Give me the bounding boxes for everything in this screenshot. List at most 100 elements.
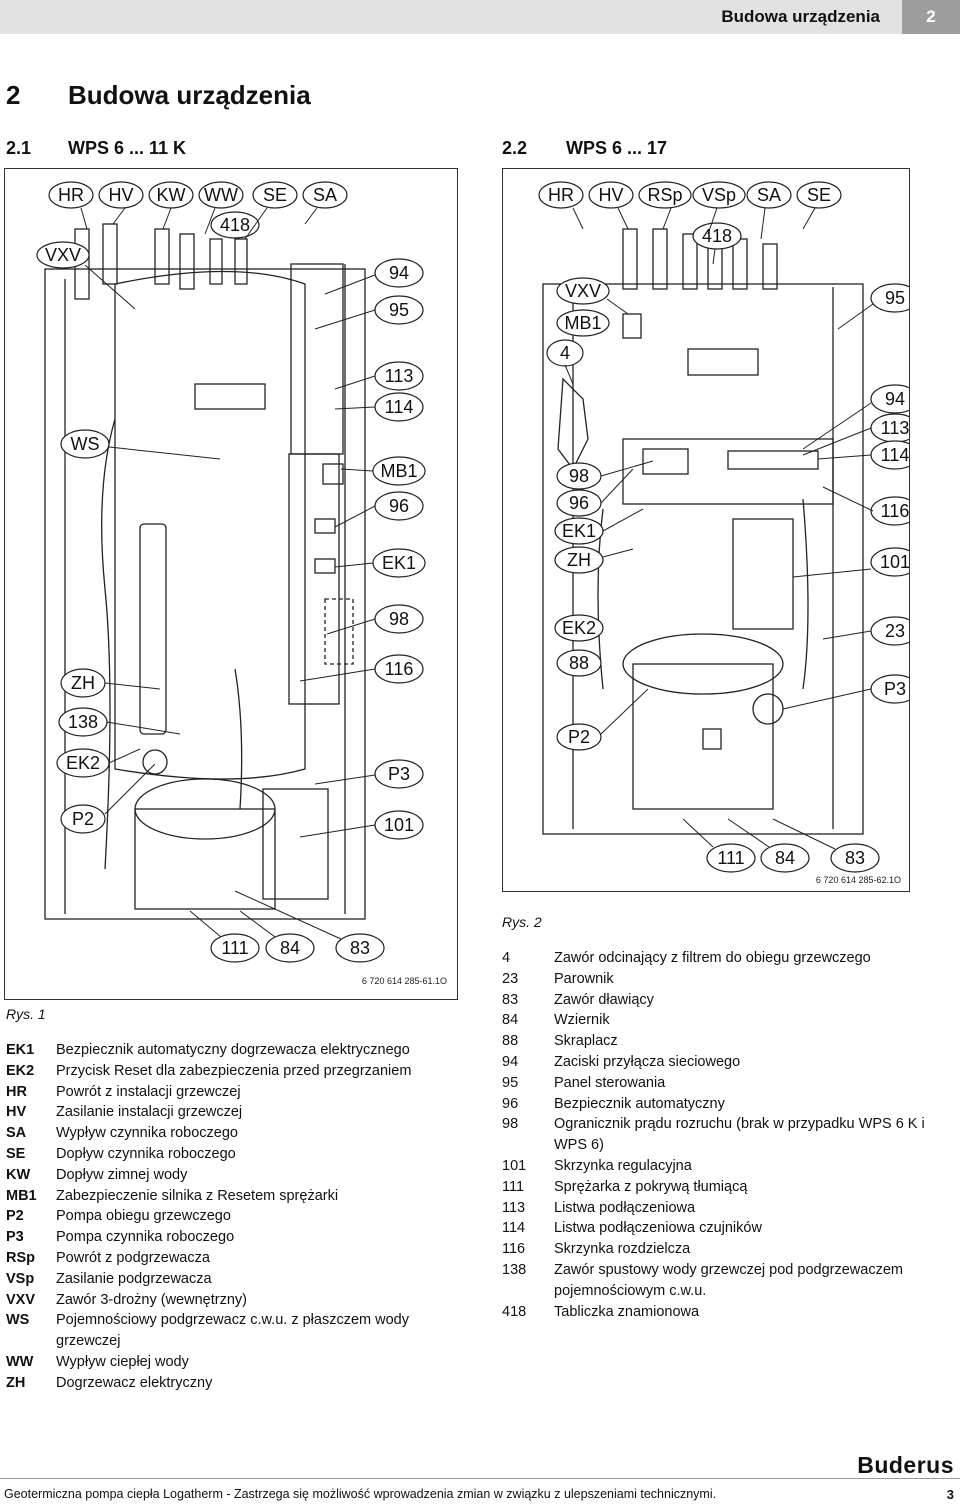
legend-key: 101 (502, 1157, 527, 1174)
fig2-label: ZH (567, 550, 591, 570)
fig1-label: 98 (389, 609, 409, 629)
legend-key: 114 (502, 1220, 526, 1237)
legend-row: 114 Listwa podłączeniowa czujników (502, 1218, 942, 1239)
footer-text: Geotermiczna pompa ciepła Logatherm - Za… (4, 1487, 717, 1501)
legend-text: Przycisk Reset dla zabezpieczenia przed … (56, 1062, 412, 1079)
legend-text: Zawór odcinający z filtrem do obiegu grz… (554, 950, 871, 966)
fig1-label: 94 (389, 263, 409, 283)
fig2-label: VXV (565, 281, 601, 301)
legend-text: Zabezpieczenie silnika z Resetem sprężar… (56, 1187, 339, 1204)
fig2-label: 4 (560, 343, 570, 363)
fig1-label: EK1 (382, 553, 416, 573)
fig1-label: P2 (72, 809, 94, 829)
fig2-label: 23 (885, 621, 905, 641)
fig2-label: 116 (881, 501, 909, 521)
fig1-label: VXV (45, 245, 81, 265)
legend-text: Zaciski przyłącza sieciowego (554, 1053, 741, 1070)
figure-2-code: 6 720 614 285-62.1O (816, 875, 901, 885)
fig2-label: P3 (884, 679, 906, 699)
fig1-label: 138 (68, 712, 98, 732)
legend-text: Powrót z podgrzewacza (56, 1249, 210, 1266)
legend-key: 83 (502, 991, 519, 1008)
fig1-label: EK2 (66, 753, 100, 773)
legend-text: Listwa podłączeniowa (554, 1199, 696, 1216)
legend-row: WS Pojemnościowy podgrzewacz c.w.u. z pła… (6, 1310, 456, 1352)
fig2-label: 96 (569, 493, 589, 513)
legend-key: HV (6, 1104, 27, 1121)
chapter-number: 2 (6, 80, 21, 110)
fig2-label: SE (807, 185, 831, 205)
fig1-label: 418 (220, 215, 250, 235)
legend-row: 98 Ogranicznik prądu rozruchu (brak w prz… (502, 1114, 942, 1156)
legend-key: 111 (502, 1178, 525, 1195)
fig1-label: WS (71, 434, 100, 454)
legend-key: 98 (502, 1116, 519, 1133)
legend-key: HR (6, 1083, 27, 1100)
figure-1-labels: HR HV KW WW SE SA 418 VXV 94 95 113 114 … (45, 185, 418, 958)
figure-2: HR HV RSp VSp SA SE 418 VXV MB1 4 95 94 … (502, 168, 920, 892)
legend-text: Skrzynka rozdzielcza (554, 1241, 691, 1258)
legend-key: MB1 (6, 1187, 37, 1204)
fig2-label: P2 (568, 727, 590, 747)
fig2-label: 113 (881, 418, 909, 438)
legend-row: 113 Listwa podłączeniowa (502, 1198, 942, 1219)
fig1-label: ZH (71, 673, 95, 693)
legend-key: KW (6, 1166, 31, 1183)
legend-key: 418 (502, 1303, 527, 1320)
fig1-label: SE (263, 185, 287, 205)
fig2-label: RSp (647, 185, 682, 205)
fig1-label: 101 (384, 815, 414, 835)
fig1-label: 95 (389, 300, 409, 320)
legend-text: Dopływ czynnika roboczego (56, 1145, 236, 1162)
brand-logo: Buderus (857, 1452, 954, 1478)
legend-key: 23 (502, 970, 519, 987)
footer-divider (0, 1478, 960, 1479)
legend-key: WS (6, 1312, 30, 1329)
section-2-number: 2.2 (502, 138, 528, 158)
section-1-number: 2.1 (6, 138, 32, 158)
legend-text: Pompa czynnika roboczego (56, 1229, 235, 1246)
header-bar (0, 0, 960, 34)
figure-2-drawing: HR HV RSp VSp SA SE 418 VXV MB1 4 95 94 … (538, 181, 920, 885)
fig1-label: 96 (389, 496, 409, 516)
legend-text: Zasilanie podgrzewacza (56, 1270, 212, 1287)
legend-key: ZH (6, 1374, 26, 1391)
fig1-label: 113 (385, 366, 414, 386)
legend-text: Pojemnościowy podgrzewacz c.w.u. z płasz… (56, 1312, 409, 1350)
header-chapter-number: 2 (902, 0, 960, 34)
legend-key: SA (6, 1125, 27, 1142)
figure-2-labels: HR HV RSp VSp SA SE 418 VXV MB1 4 95 94 … (548, 185, 910, 868)
legend-text: Listwa podłączeniowa czujników (554, 1220, 762, 1237)
legend-text: Zawór 3-drożny (wewnętrzny) (56, 1291, 247, 1308)
figure-1-code: 6 720 614 285-61.1O (362, 976, 447, 986)
legend-key: P3 (6, 1229, 24, 1246)
legend-text: Ogranicznik prądu rozruchu (brak w przyp… (554, 1116, 925, 1154)
legend-key: P2 (6, 1208, 24, 1225)
fig2-label: 94 (885, 389, 905, 409)
legend-key: 113 (502, 1199, 526, 1216)
legend-key: 95 (502, 1074, 519, 1091)
figure-1: HR HV KW WW SE SA 418 VXV 94 95 113 114 … (4, 168, 458, 1000)
fig1-label: 84 (280, 938, 300, 958)
fig1-label: 83 (350, 938, 370, 958)
fig2-label: MB1 (564, 313, 601, 333)
legend-key: VXV (6, 1291, 36, 1308)
legend-text: Powrót z instalacji grzewczej (56, 1083, 241, 1100)
fig2-label: 83 (845, 848, 865, 868)
